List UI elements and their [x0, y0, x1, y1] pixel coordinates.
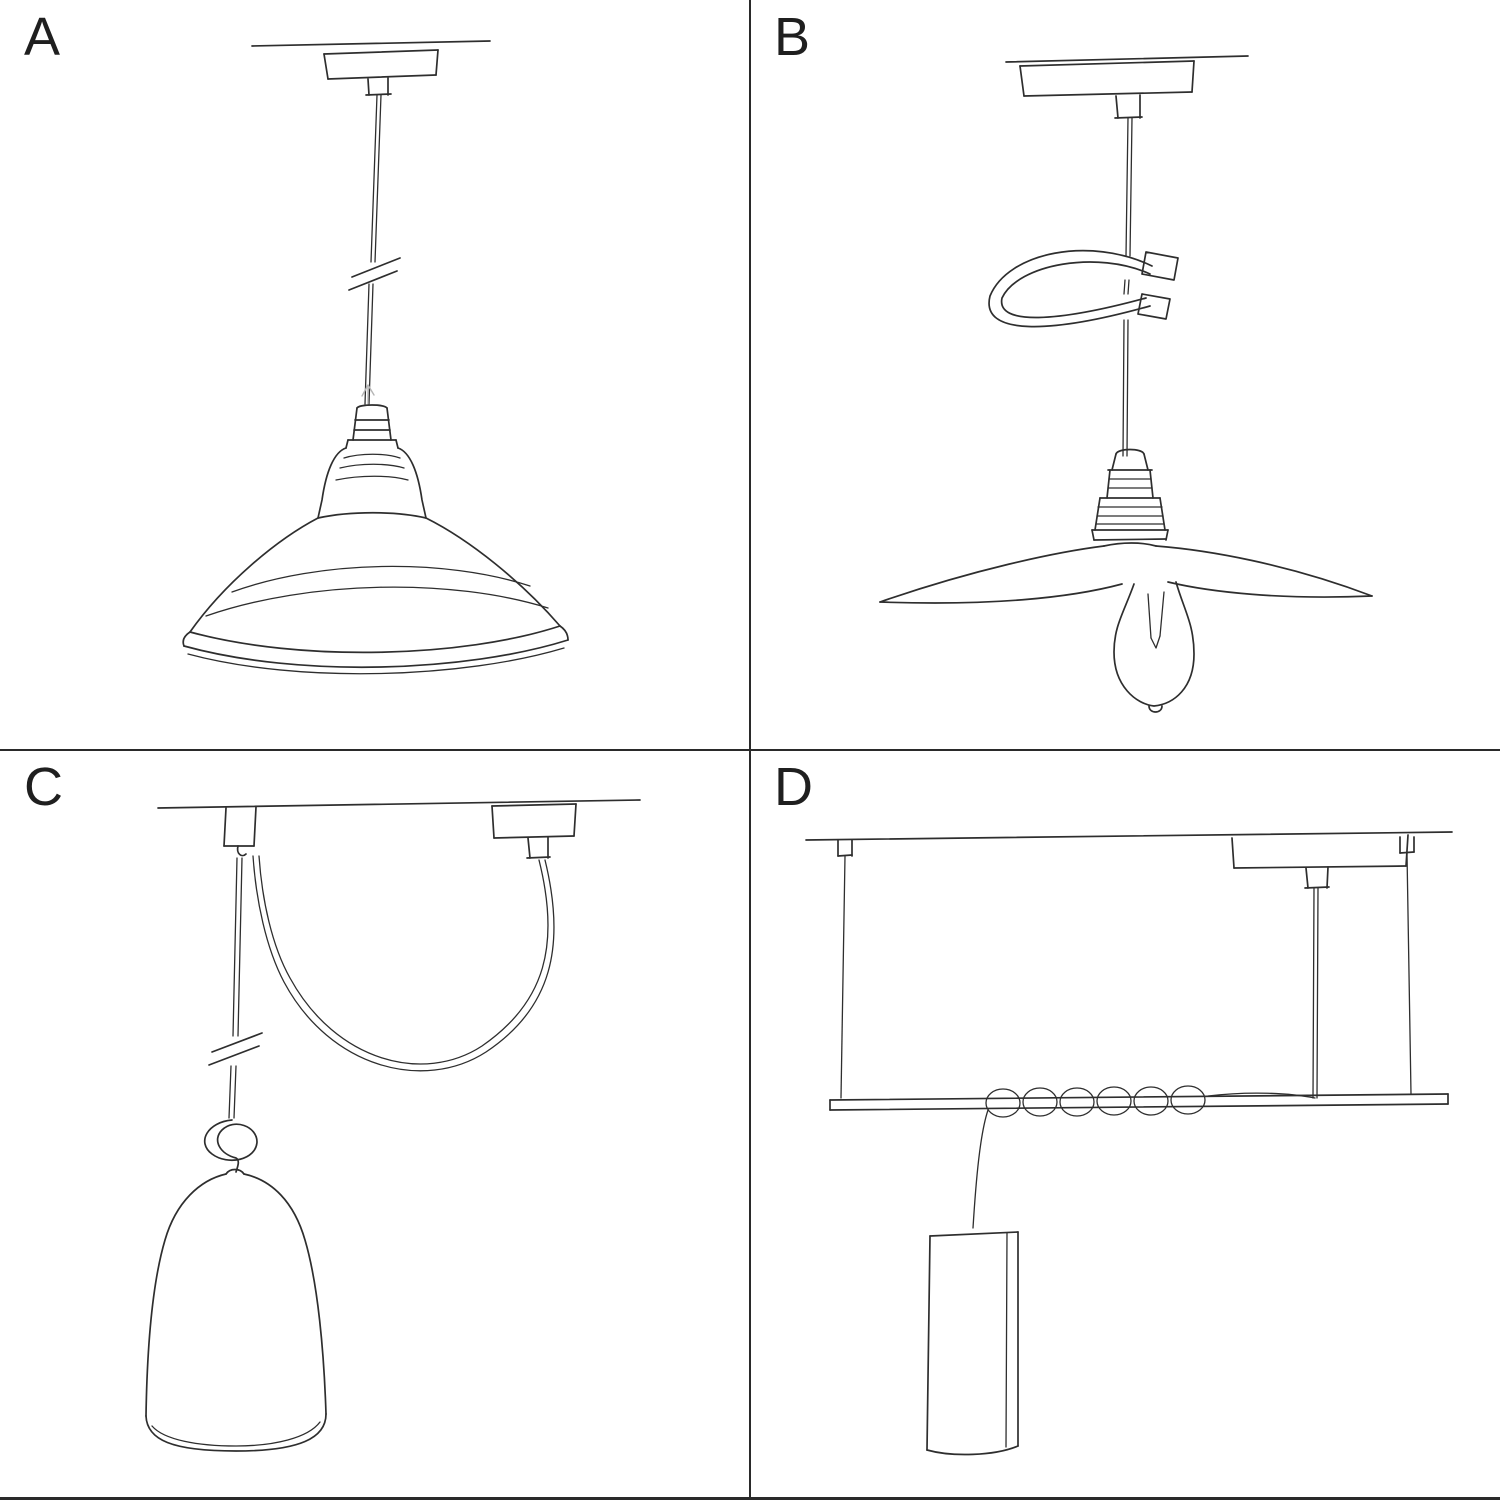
lamp-holder — [1091, 448, 1169, 541]
panel-d: D — [750, 750, 1500, 1500]
ceiling-line — [805, 831, 1453, 841]
horizontal-divider — [0, 749, 1500, 751]
flat-plate-shade — [879, 542, 1373, 604]
swag-pendant-bell-shade-sketch — [145, 799, 641, 1452]
swag-cable — [252, 855, 555, 1072]
panel-b: B — [750, 0, 1500, 750]
bar-suspension-tube-shade-sketch — [805, 831, 1453, 1456]
pendant-cable — [1122, 117, 1133, 457]
panel-c: C — [0, 750, 750, 1500]
coiled-cable — [972, 1085, 1316, 1229]
ceiling-rose — [1019, 60, 1195, 119]
right-suspension-wire — [1399, 836, 1415, 1095]
ceiling-line — [157, 799, 641, 809]
swag-hook-mount — [223, 806, 257, 857]
cable-shortening-marks — [348, 257, 401, 291]
panel-b-label: B — [774, 7, 812, 67]
light-bulb — [1113, 581, 1195, 713]
horizontal-bar — [829, 1093, 1449, 1111]
panel-c-label: C — [24, 757, 64, 817]
center-stem-cable — [1312, 887, 1319, 1099]
lamp-holder — [317, 404, 427, 519]
ceiling-line — [251, 40, 491, 47]
cable-shortening-marks — [208, 1032, 263, 1066]
left-suspension-wire — [837, 839, 853, 1099]
drop-cable — [228, 857, 243, 1119]
panel-a: A — [0, 0, 750, 750]
industrial-shade — [182, 511, 569, 675]
bell-shade — [145, 1168, 327, 1452]
up-arrow-icon — [361, 384, 375, 405]
pendant-plate-shade-sketch — [879, 55, 1373, 713]
panel-a-label: A — [24, 7, 62, 67]
pendant-industrial-shade-sketch — [182, 40, 569, 675]
ceiling-rose — [323, 49, 439, 96]
ceiling-line — [1005, 55, 1249, 63]
tube-shade — [926, 1231, 1019, 1456]
cable-clip-loop — [988, 249, 1179, 328]
cable-knot — [203, 1119, 258, 1173]
bottom-border-line — [0, 1497, 1500, 1500]
ceiling-rose — [1231, 834, 1409, 889]
pendant-cable — [364, 94, 382, 405]
ceiling-rose — [491, 803, 577, 859]
panel-d-label: D — [774, 757, 814, 817]
